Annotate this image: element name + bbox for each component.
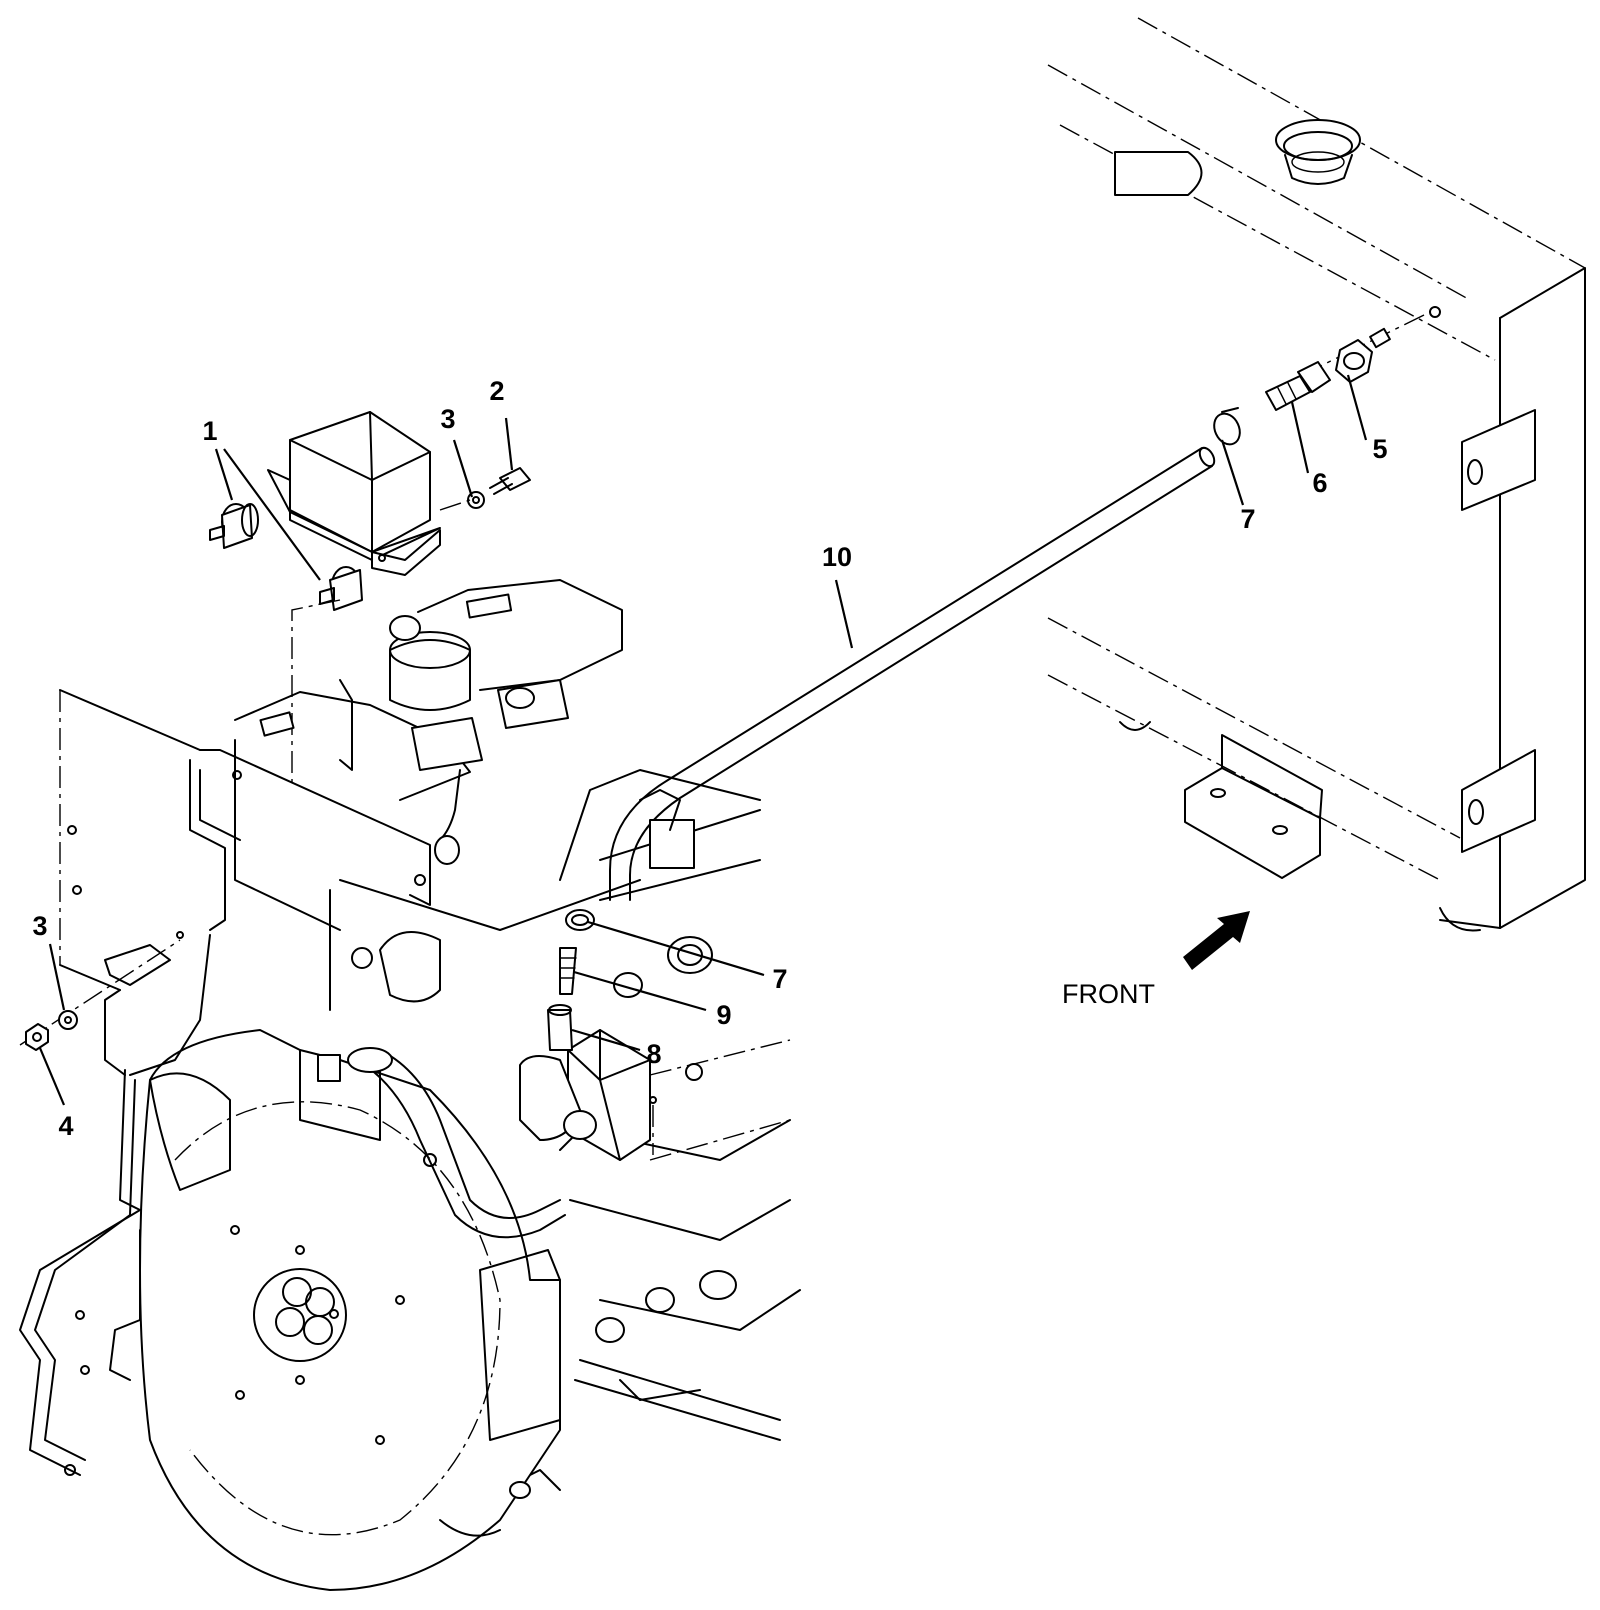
callout-2: 2 [489,376,504,406]
callout-9: 9 [716,1000,731,1030]
lower-fittings [347,909,597,1239]
front-label: FRONT [1062,979,1155,1009]
bellhousing [139,1029,561,1591]
callout-3-top: 3 [440,404,455,434]
callout-4: 4 [58,1111,73,1141]
control-module [209,411,531,785]
callouts: 1 2 3 3 4 5 6 7 7 8 9 10 FRONT [32,376,1387,1141]
mounting-plate [19,689,431,1476]
engine [234,579,801,1491]
leader-lines [38,374,1368,1106]
radiator-tank [1047,17,1586,932]
hose [609,446,1216,901]
callout-1: 1 [202,416,217,446]
callout-3-left: 3 [32,911,47,941]
callout-10: 10 [822,542,852,572]
front-arrow [1183,911,1250,970]
callout-7-top: 7 [1240,504,1255,534]
callout-5: 5 [1372,434,1387,464]
callout-8: 8 [646,1039,661,1069]
callout-6: 6 [1312,468,1327,498]
callout-7-lower: 7 [772,964,787,994]
fitting-group [1213,311,1431,446]
